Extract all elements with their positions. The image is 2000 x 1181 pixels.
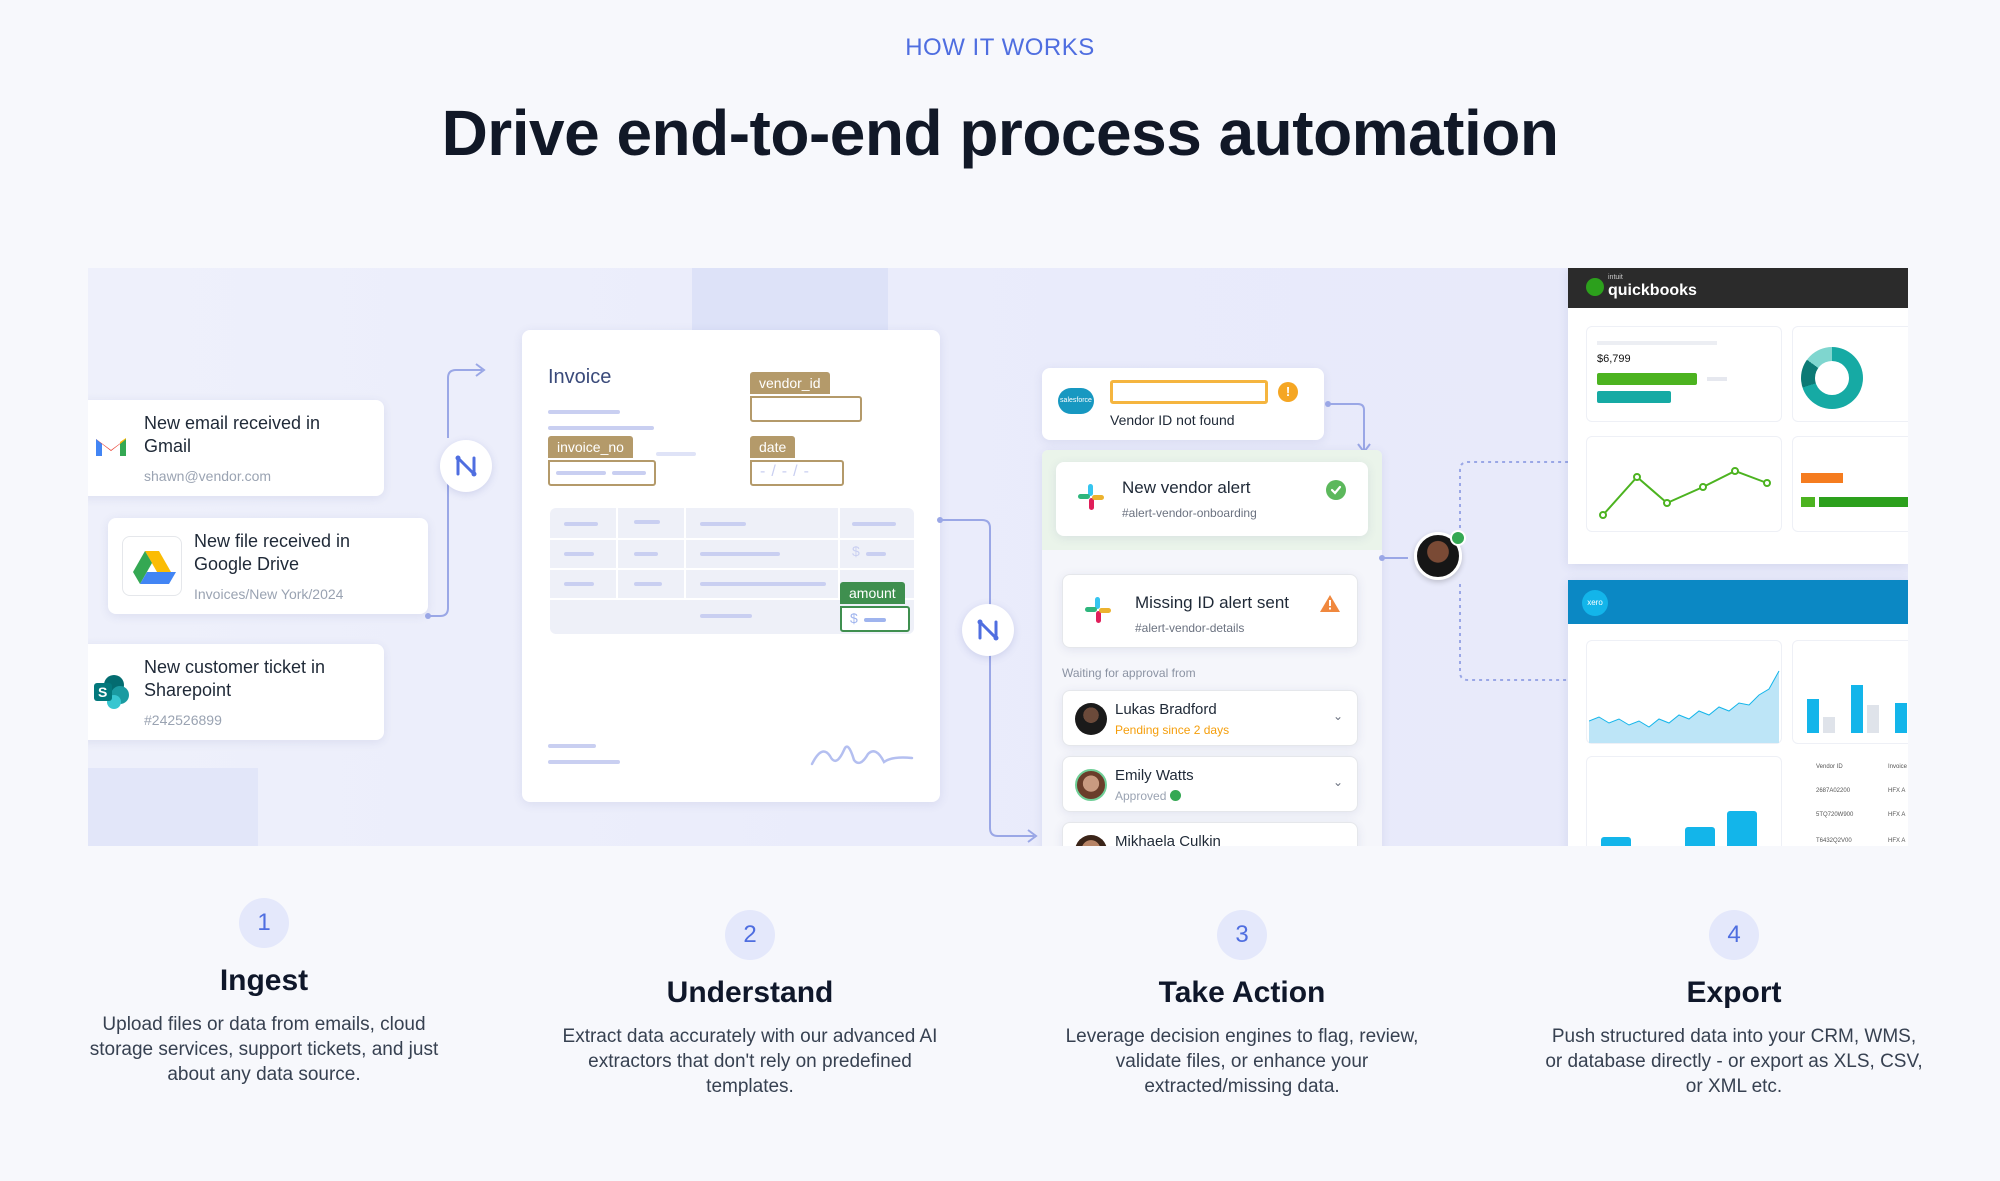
vendor-table: Vendor ID Invoice 2687A02200 HFX A 5TQ72…	[1816, 764, 1908, 844]
connector-lines	[1325, 401, 1371, 454]
step-export: 4 Export Push structured data into your …	[1544, 910, 1924, 1099]
step-title: Take Action	[1158, 976, 1326, 1009]
connector-lines	[425, 363, 486, 619]
field-tag-date: date	[750, 436, 796, 458]
page-title: Drive end-to-end process automation	[441, 97, 1559, 169]
step-take-action: 3 Take Action Leverage decision engines …	[1052, 910, 1432, 1099]
xero-icon: xero	[1582, 590, 1608, 616]
approver-row[interactable]: Mikhaela Culkin	[1062, 822, 1358, 846]
slack-icon	[1083, 595, 1113, 630]
step-number: 1	[239, 898, 289, 948]
xero-dashboard[interactable]: xero Vendor ID Invoice 2687A02200 HFX A …	[1568, 580, 1908, 846]
step-number: 3	[1217, 910, 1267, 960]
vendor-id-input[interactable]	[1110, 380, 1268, 404]
salesforce-alert-card[interactable]: salesforce ! Vendor ID not found	[1042, 368, 1324, 440]
avatar	[1075, 835, 1107, 846]
avatar	[1075, 769, 1107, 801]
step-number: 2	[725, 910, 775, 960]
steps-row: 1 Ingest Upload files or data from email…	[0, 890, 2000, 1150]
nanonets-hub-icon	[440, 440, 492, 492]
step-title: Export	[1686, 976, 1782, 1009]
signature-mark	[810, 745, 914, 766]
field-tag-vendor-id: vendor_id	[750, 372, 830, 394]
chevron-down-icon[interactable]: ⌄	[1333, 709, 1344, 723]
warning-icon: !	[1278, 382, 1298, 402]
source-subtitle: #242526899	[144, 712, 222, 728]
sharepoint-icon: S	[92, 672, 130, 710]
quickbooks-brand: quickbooks	[1608, 282, 1697, 299]
step-title: Understand	[666, 976, 834, 1009]
salesforce-icon: salesforce	[1058, 388, 1094, 414]
slack-missing-id-alert[interactable]: Missing ID alert sent #alert-vendor-deta…	[1062, 574, 1358, 648]
field-tag-invoice-no: invoice_no	[548, 436, 633, 458]
slack-icon	[1076, 482, 1106, 517]
step-body: Upload files or data from emails, cloud …	[89, 1014, 439, 1085]
quickbooks-icon	[1586, 278, 1604, 296]
step-body: Push structured data into your CRM, WMS,…	[1545, 1026, 1923, 1097]
gmail-icon	[92, 428, 130, 466]
alert-channel: #alert-vendor-details	[1135, 621, 1245, 635]
approver-name: Lukas Bradford	[1115, 701, 1217, 718]
google-drive-icon	[122, 536, 182, 596]
connector-lines	[937, 517, 1038, 843]
approver-row[interactable]: Emily Watts Approved ⌄	[1062, 756, 1358, 812]
approver-name: Emily Watts	[1115, 767, 1194, 784]
check-icon	[1326, 480, 1346, 500]
step-understand: 2 Understand Extract data accurately wit…	[560, 910, 940, 1099]
alert-title: New vendor alert	[1122, 478, 1251, 497]
invoice-title: Invoice	[548, 366, 612, 388]
workflow-illustration: New email received in Gmail shawn@vendor…	[88, 268, 1908, 846]
invoice-document[interactable]: Invoice vendor_id invoice_no date -/-/-	[522, 330, 940, 802]
source-card-gmail[interactable]: New email received in Gmail shawn@vendor…	[88, 400, 384, 496]
avatar	[1075, 703, 1107, 735]
action-panel: New vendor alert #alert-vendor-onboardin…	[1042, 450, 1382, 846]
slack-vendor-alert[interactable]: New vendor alert #alert-vendor-onboardin…	[1056, 462, 1368, 536]
section-eyebrow: HOW IT WORKS	[905, 34, 1095, 61]
source-title: New email received in Gmail	[144, 413, 321, 456]
chevron-down-icon[interactable]: ⌄	[1333, 775, 1344, 789]
step-ingest: 1 Ingest Upload files or data from email…	[74, 898, 454, 1087]
field-box-date[interactable]: -/-/-	[750, 460, 844, 486]
field-box-amount[interactable]: $	[840, 606, 910, 632]
field-box-invoice-no[interactable]	[548, 460, 656, 486]
source-title: New customer ticket in Sharepoint	[144, 657, 326, 700]
approver-status: Pending since 2 days	[1115, 723, 1230, 737]
field-box-vendor-id[interactable]	[750, 396, 862, 422]
check-icon	[1450, 530, 1466, 546]
alert-title: Missing ID alert sent	[1135, 593, 1289, 612]
warning-triangle-icon	[1319, 593, 1341, 618]
salesforce-label: Vendor ID not found	[1110, 412, 1235, 428]
source-title: New file received in Google Drive	[194, 531, 351, 574]
source-card-google-drive[interactable]: New file received in Google Drive Invoic…	[108, 518, 428, 614]
date-sep: /	[771, 463, 782, 480]
step-body: Leverage decision engines to flag, revie…	[1065, 1026, 1419, 1097]
field-tag-amount: amount	[840, 582, 905, 604]
step-number: 4	[1709, 910, 1759, 960]
approver-name: Mikhaela Culkin	[1115, 833, 1221, 846]
svg-text:S: S	[98, 684, 107, 700]
step-body: Extract data accurately with our advance…	[562, 1026, 938, 1097]
revenue-amount: $6,799	[1597, 353, 1631, 365]
source-card-sharepoint[interactable]: S New customer ticket in Sharepoint #242…	[88, 644, 384, 740]
approver-status: Approved	[1115, 789, 1181, 803]
step-title: Ingest	[219, 964, 309, 997]
check-icon	[1169, 790, 1181, 801]
nanonets-hub-icon	[962, 604, 1014, 656]
quickbooks-dashboard[interactable]: intuit quickbooks $6,799	[1568, 268, 1908, 564]
alert-channel: #alert-vendor-onboarding	[1122, 506, 1257, 520]
approver-row[interactable]: Lukas Bradford Pending since 2 days ⌄	[1062, 690, 1358, 746]
approval-heading: Waiting for approval from	[1062, 666, 1196, 680]
source-subtitle: Invoices/New York/2024	[194, 586, 344, 602]
source-subtitle: shawn@vendor.com	[144, 468, 272, 484]
